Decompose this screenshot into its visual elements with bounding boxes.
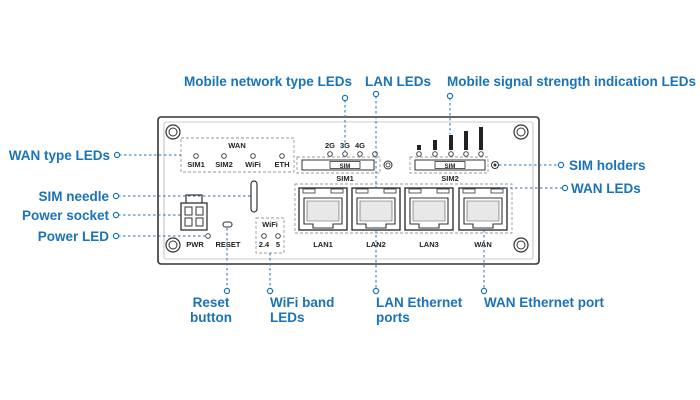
power-led-icon <box>205 233 211 239</box>
sim1-holder-group <box>296 156 381 174</box>
port-label-lan1: LAN1 <box>313 240 333 249</box>
sim-needle-slot[interactable] <box>250 180 258 213</box>
power-socket-icon[interactable] <box>180 194 208 231</box>
led-icon <box>478 151 484 157</box>
callout-mobile-signal: Mobile signal strength indication LEDs <box>447 74 696 89</box>
leader-dot <box>561 184 569 192</box>
leader-dot <box>372 287 380 295</box>
net-type-label-4g: 4G <box>355 141 365 150</box>
led-icon <box>327 151 333 157</box>
ethernet-port-lan1[interactable] <box>298 187 348 231</box>
pwr-label: PWR <box>186 240 204 249</box>
sim2-slot-inner <box>434 161 466 169</box>
port-label-lan3: LAN3 <box>419 240 439 249</box>
ethernet-port-lan3[interactable] <box>404 187 454 231</box>
callout-lan-port-line2: ports <box>376 310 410 325</box>
leader-dot <box>112 232 120 240</box>
sim2-slot-text: SIM <box>445 164 456 170</box>
callout-lan-port-line1: LAN Ethernet <box>376 295 463 310</box>
sim2-label: SIM2 <box>441 174 459 183</box>
leader-dot <box>480 287 488 295</box>
callout-mobile-network-type: Mobile network type LEDs <box>184 74 352 89</box>
leader-dot <box>341 94 349 102</box>
wifi-band-24: 2.4 <box>259 240 270 249</box>
screw-icon <box>513 237 529 253</box>
leader-dot <box>266 287 274 295</box>
signal-strength-bars-icon <box>417 127 483 150</box>
leader-dot <box>112 211 120 219</box>
leader-dot <box>223 287 231 295</box>
led-icon <box>372 151 378 157</box>
sim1-slot-inner <box>329 161 361 169</box>
led-icon <box>275 233 281 239</box>
screw-icon <box>491 161 499 169</box>
router-inner-frame <box>163 121 534 260</box>
callout-wan-type: WAN type LEDs <box>9 148 110 163</box>
led-icon <box>463 151 469 157</box>
ethernet-port-lan2[interactable] <box>351 187 401 231</box>
port-label-wan: WAN <box>474 240 492 249</box>
callout-wifi-line1: WiFi band <box>270 295 334 310</box>
screw-icon <box>165 237 181 253</box>
leader-dot <box>557 161 565 169</box>
led-icon <box>357 151 363 157</box>
led-icon <box>221 153 227 159</box>
callout-lan-leds: LAN LEDs <box>365 74 431 89</box>
leader-dot <box>112 192 120 200</box>
led-icon <box>416 151 422 157</box>
screw-icon <box>513 124 529 140</box>
wan-type-label-eth: ETH <box>275 160 290 169</box>
wan-type-label-sim1: SIM1 <box>187 160 205 169</box>
callout-reset-line1: Reset <box>193 295 230 310</box>
callout-wan-leds: WAN LEDs <box>571 181 641 196</box>
wan-group-title: WAN <box>228 141 246 150</box>
wifi-group-title: WiFi <box>262 220 278 229</box>
reset-label: RESET <box>215 240 240 249</box>
sim-holder-screw-icon <box>383 160 393 170</box>
leader-dot <box>372 90 380 98</box>
led-icon <box>432 151 438 157</box>
sim1-slot-text: SIM <box>340 164 351 170</box>
led-icon <box>250 153 256 159</box>
sim1-label: SIM1 <box>336 174 354 183</box>
leader-dot <box>446 92 454 100</box>
sim2-holder-group <box>409 156 489 174</box>
led-icon <box>448 151 454 157</box>
net-type-label-2g: 2G <box>325 141 335 150</box>
callout-power-led: Power LED <box>38 229 110 244</box>
callout-wan-port: WAN Ethernet port <box>484 295 605 310</box>
led-icon <box>261 233 267 239</box>
led-icon <box>342 151 348 157</box>
callout-reset-line2: button <box>190 310 232 325</box>
callout-wifi-line2: LEDs <box>270 310 305 325</box>
led-icon <box>279 153 285 159</box>
wifi-band-5: 5 <box>276 240 280 249</box>
leader-dot <box>113 151 121 159</box>
ethernet-port-wan[interactable] <box>458 187 508 231</box>
wan-type-label-wifi: WiFi <box>245 160 261 169</box>
callout-sim-needle: SIM needle <box>38 189 109 204</box>
wan-type-label-sim2: SIM2 <box>215 160 233 169</box>
screw-icon <box>165 124 181 140</box>
callout-sim-holders: SIM holders <box>569 158 646 173</box>
callout-power-socket: Power socket <box>22 208 110 223</box>
led-icon <box>193 153 199 159</box>
reset-button[interactable] <box>222 221 233 228</box>
port-label-lan2: LAN2 <box>366 240 386 249</box>
ethernet-ports-group <box>294 183 513 234</box>
